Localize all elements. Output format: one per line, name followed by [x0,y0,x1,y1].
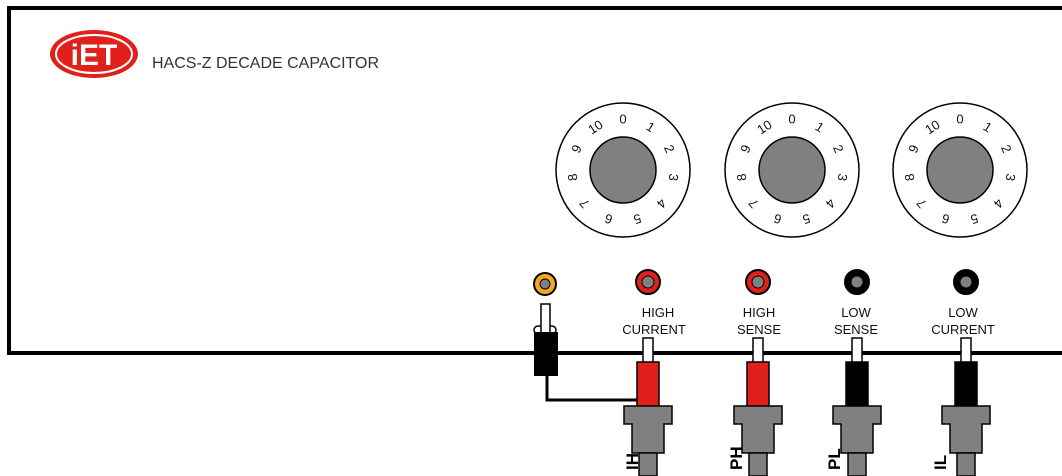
lead-connector [623,405,673,454]
dial-number: 10 [754,117,774,137]
dial-number: 3 [835,173,851,182]
lead-label-ph: PH [727,446,746,470]
dial-number: 8 [565,173,581,182]
dial-number: 0 [956,112,963,127]
lead-cable [748,452,768,476]
high-current-label-line2: CURRENT [622,322,686,337]
dial-knob[interactable] [758,136,826,204]
dial-number: 10 [585,117,605,137]
dial-number: 5 [801,211,812,227]
plug-tip [752,337,764,365]
low-current-jack[interactable] [953,269,979,295]
ground-wire [545,376,642,408]
dial-number: 6 [603,211,614,227]
lead-cable [638,452,658,476]
plug-body [954,361,978,409]
lead-label-pl: PL [825,448,844,470]
plug-body [636,361,660,409]
logo-lettering: iET [71,39,118,72]
dial-number: 5 [632,211,643,227]
plug-tip [960,337,972,365]
lead-cable [956,452,976,476]
dial-number: 6 [940,211,951,227]
dial-number: 8 [734,173,750,182]
plug-tip [642,337,654,365]
low-sense-jack[interactable] [844,269,870,295]
dial-number: 3 [1003,173,1019,182]
lead-label-il: IL [931,455,950,470]
ground-shorting-link [533,303,642,408]
front-panel [7,6,1062,355]
low-current-label-line1: LOW [948,305,978,320]
dial-knob[interactable] [926,136,994,204]
plug-body [746,361,770,409]
low-sense-label-line1: LOW [841,305,871,320]
dial-number: 10 [922,117,942,137]
lead-connector [941,405,991,454]
ground-jack[interactable] [533,272,557,296]
low-sense-label-line2: SENSE [834,322,878,337]
high-sense-jack[interactable] [745,269,771,295]
lead-pl[interactable] [832,337,882,476]
lead-cable [847,452,867,476]
plug-body [845,361,869,409]
dial-knob[interactable] [589,136,657,204]
high-sense-label-line2: SENSE [737,322,781,337]
dial-number: 0 [619,112,626,127]
high-current-jack[interactable] [635,269,661,295]
high-sense-label-line1: HIGH [743,305,776,320]
lead-connector [733,405,783,454]
lead-ph[interactable] [733,337,783,476]
iet-logo: iET [50,30,138,78]
plug-tip [851,337,863,365]
low-current-label-line2: CURRENT [931,322,995,337]
lead-ih[interactable] [623,337,673,476]
lead-label-ih: IH [623,453,642,470]
dial-number: 0 [788,112,795,127]
dial-number: 8 [902,173,918,182]
lead-connector [832,405,882,454]
panel-title: HACS-Z DECADE CAPACITOR [152,55,379,72]
dial-number: 3 [666,173,682,182]
lead-il[interactable] [941,337,991,476]
dial-number: 6 [772,211,783,227]
dial-number: 5 [969,211,980,227]
high-current-label-line1: HIGH [642,305,675,320]
